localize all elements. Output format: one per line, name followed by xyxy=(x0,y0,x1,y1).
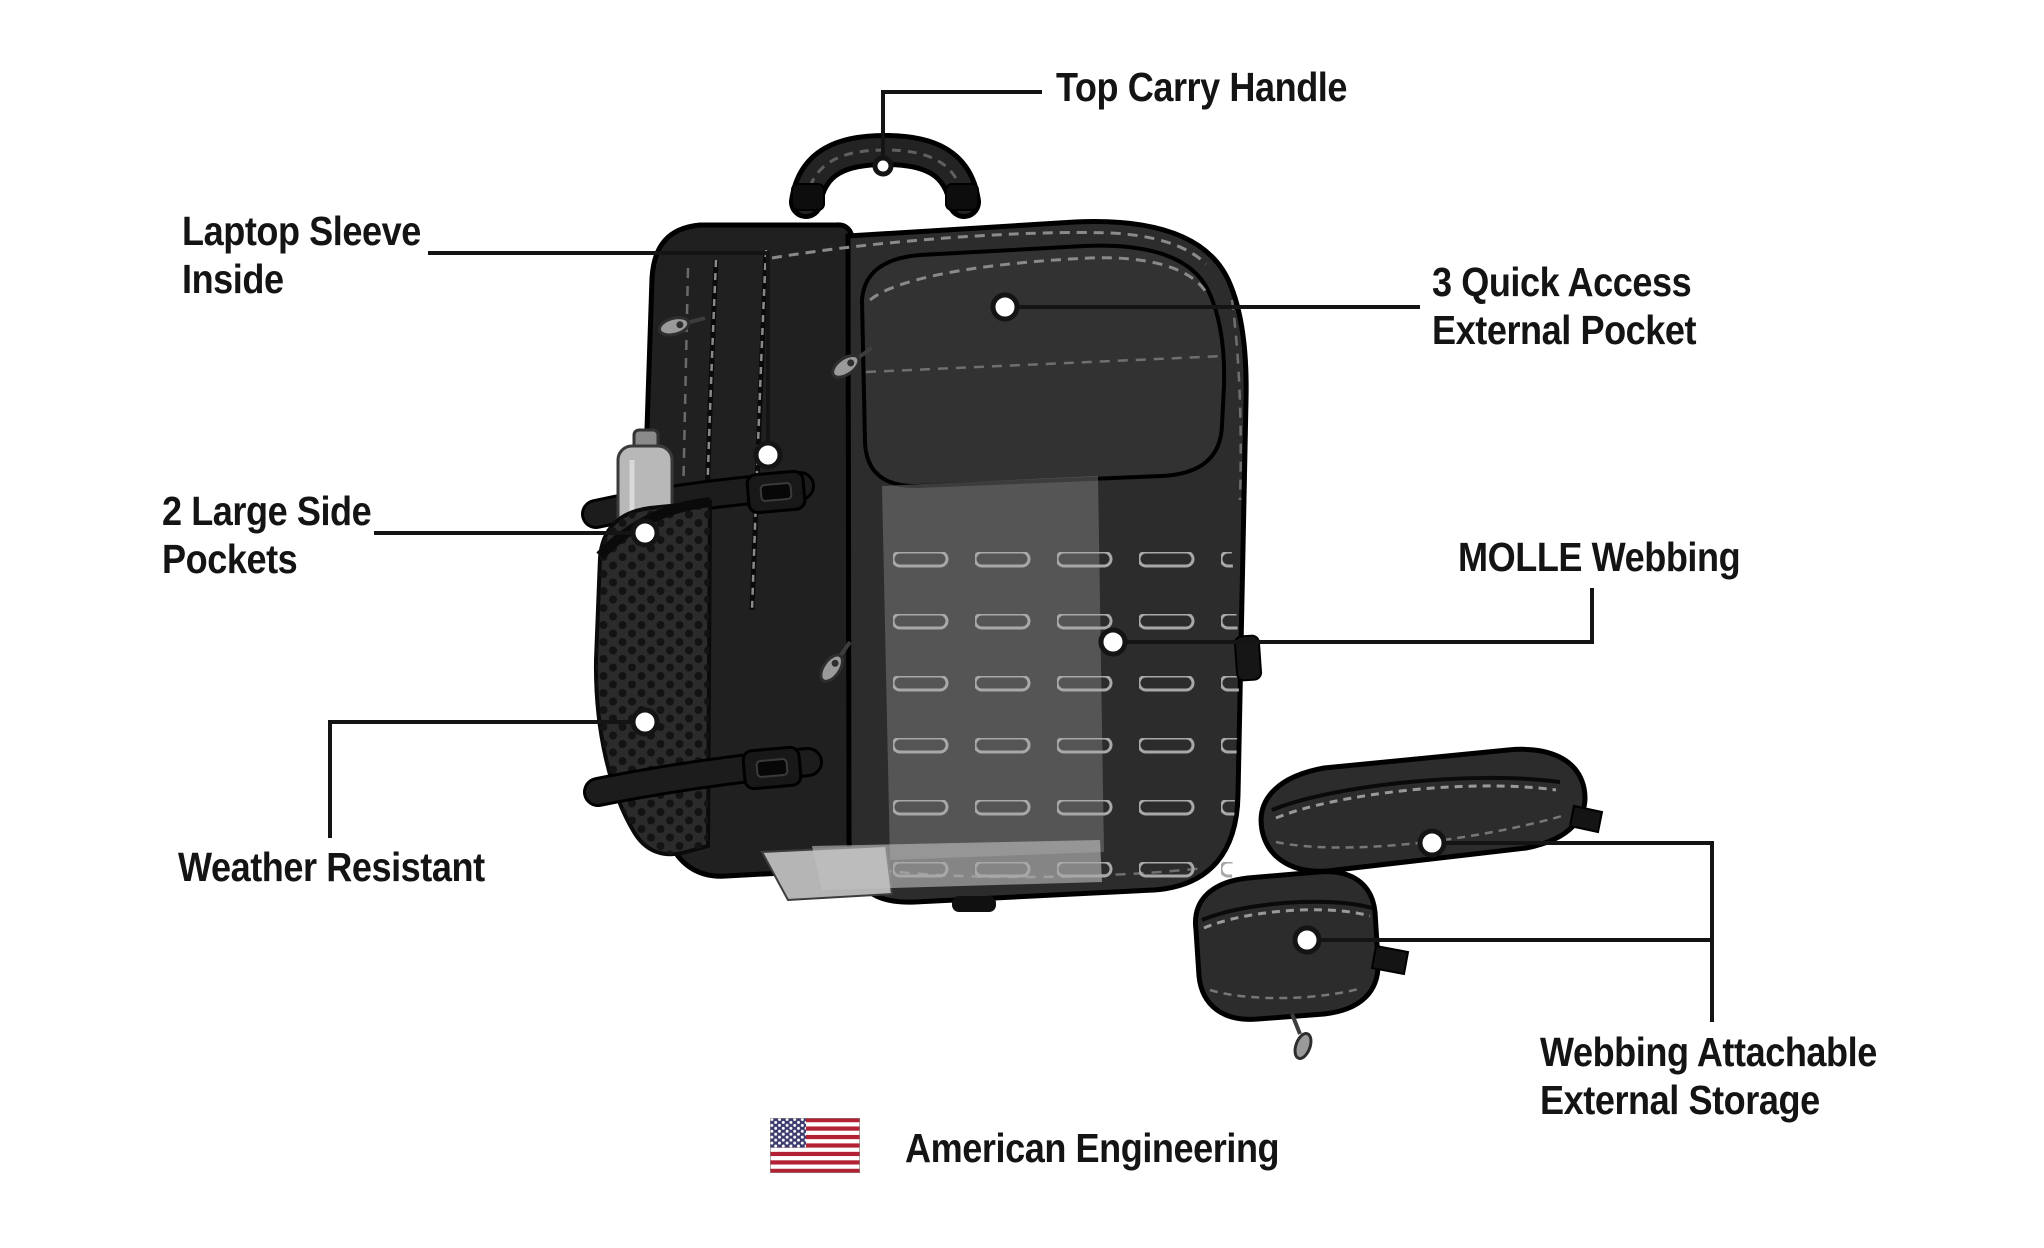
label-text: 2 Large Side xyxy=(162,488,372,534)
lid-zipper xyxy=(771,230,1208,266)
strap-buckle xyxy=(745,469,807,515)
callout-label-webbing-storage: Webbing Attachable External Storage xyxy=(1540,1028,1877,1124)
callout-dot-laptop-sleeve xyxy=(753,440,783,470)
callout-dot-top-carry-handle xyxy=(872,155,894,177)
callout-label-side-pockets: 2 Large Side Pockets xyxy=(162,487,372,583)
callout-label-laptop-sleeve: Laptop Sleeve Inside xyxy=(182,207,421,303)
callout-lines xyxy=(328,90,1714,1022)
label-text: Laptop Sleeve xyxy=(182,208,421,254)
label-text: Top Carry Handle xyxy=(1056,64,1348,110)
label-text: Inside xyxy=(182,256,284,302)
zipper-pull xyxy=(819,640,852,683)
callout-line-webbing-storage-a xyxy=(1443,841,1714,1022)
callout-label-quick-access: 3 Quick Access External Pocket xyxy=(1432,258,1697,354)
callout-line-laptop-sleeve xyxy=(428,251,770,444)
quick-access-pocket xyxy=(859,243,1227,489)
zipper-pull xyxy=(831,346,874,379)
callout-line-molle xyxy=(1124,588,1594,644)
callout-dot-weather xyxy=(630,707,660,737)
zipper-pull xyxy=(1290,1013,1313,1060)
callout-line-top-carry-handle xyxy=(881,90,1042,160)
bottom-tab xyxy=(952,896,996,912)
footer-label: American Engineering xyxy=(905,1124,1280,1172)
pouch-large xyxy=(1258,746,1604,874)
callout-label-molle: MOLLE Webbing xyxy=(1458,533,1741,581)
callout-dot-molle xyxy=(1098,627,1128,657)
pouch-small xyxy=(1193,869,1410,1060)
callout-line-weather xyxy=(328,720,634,838)
compression-strap-bottom xyxy=(583,745,823,807)
backpack-body xyxy=(581,132,1263,912)
callout-dots xyxy=(630,155,1447,955)
callout-dot-side-pockets xyxy=(630,518,660,548)
label-text: External Storage xyxy=(1540,1077,1820,1123)
callout-label-weather: Weather Resistant xyxy=(178,843,485,891)
label-text: Webbing Attachable xyxy=(1540,1029,1877,1075)
zipper-pull xyxy=(657,316,706,337)
label-text: Weather Resistant xyxy=(178,844,485,890)
us-flag-icon xyxy=(769,1117,861,1174)
callout-dot-pouch-small xyxy=(1292,925,1322,955)
label-text: 3 Quick Access xyxy=(1432,259,1692,305)
side-tab xyxy=(1233,634,1263,682)
molle-webbing-panel xyxy=(884,528,1240,888)
label-text: Pockets xyxy=(162,536,298,582)
label-text: MOLLE Webbing xyxy=(1458,534,1741,580)
callout-dot-quick-access xyxy=(990,292,1020,322)
label-text: External Pocket xyxy=(1432,307,1697,353)
callout-dot-pouch-large xyxy=(1417,828,1447,858)
label-text: American Engineering xyxy=(905,1125,1280,1171)
strap-buckle xyxy=(741,745,803,791)
us-flag-art xyxy=(769,1117,861,1174)
callout-label-top-carry-handle: Top Carry Handle xyxy=(1056,63,1347,111)
